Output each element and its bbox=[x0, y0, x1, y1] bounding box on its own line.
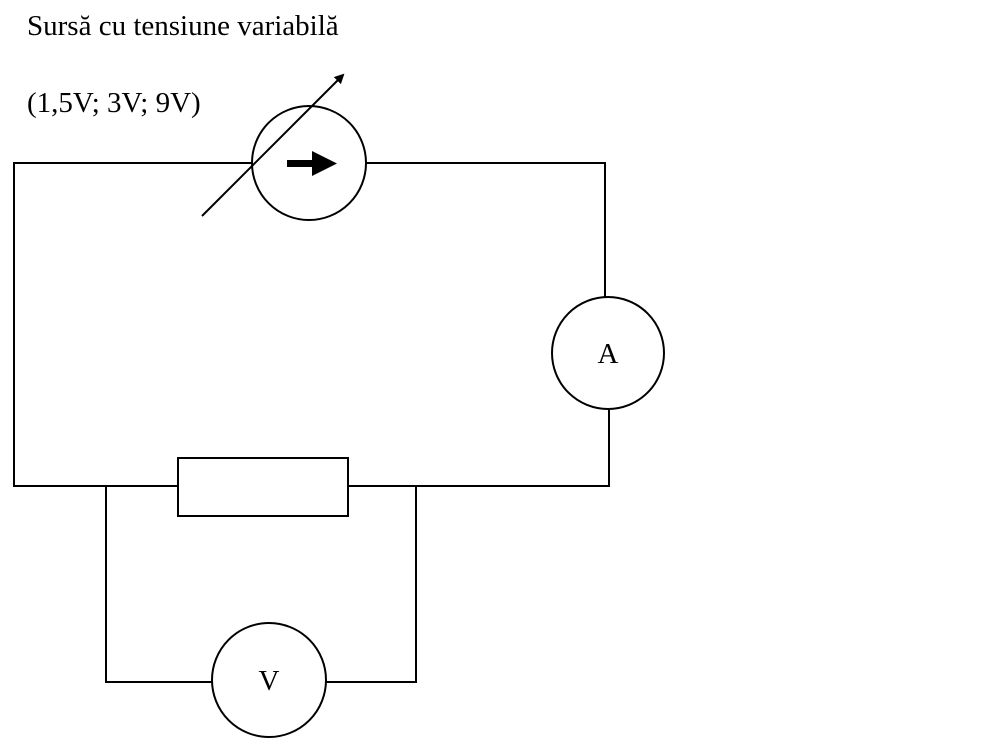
wire-top-right bbox=[366, 162, 606, 297]
voltmeter-label: V bbox=[259, 665, 280, 697]
source-voltage-values: (1,5V; 3V; 9V) bbox=[27, 87, 201, 119]
wire-voltmeter-right bbox=[325, 486, 417, 683]
variable-source-icon bbox=[251, 105, 367, 221]
wire-right-bottom bbox=[348, 409, 610, 487]
wire-top-left bbox=[13, 162, 252, 487]
ammeter bbox=[551, 296, 665, 410]
arrow-right-icon bbox=[287, 151, 337, 176]
resistor bbox=[177, 457, 349, 517]
voltmeter bbox=[211, 622, 327, 738]
ammeter-label: A bbox=[598, 338, 619, 370]
variable-arrow-icon bbox=[201, 73, 345, 217]
wire-voltmeter-left bbox=[105, 486, 213, 683]
source-title: Sursă cu tensiune variabilă bbox=[27, 10, 339, 42]
